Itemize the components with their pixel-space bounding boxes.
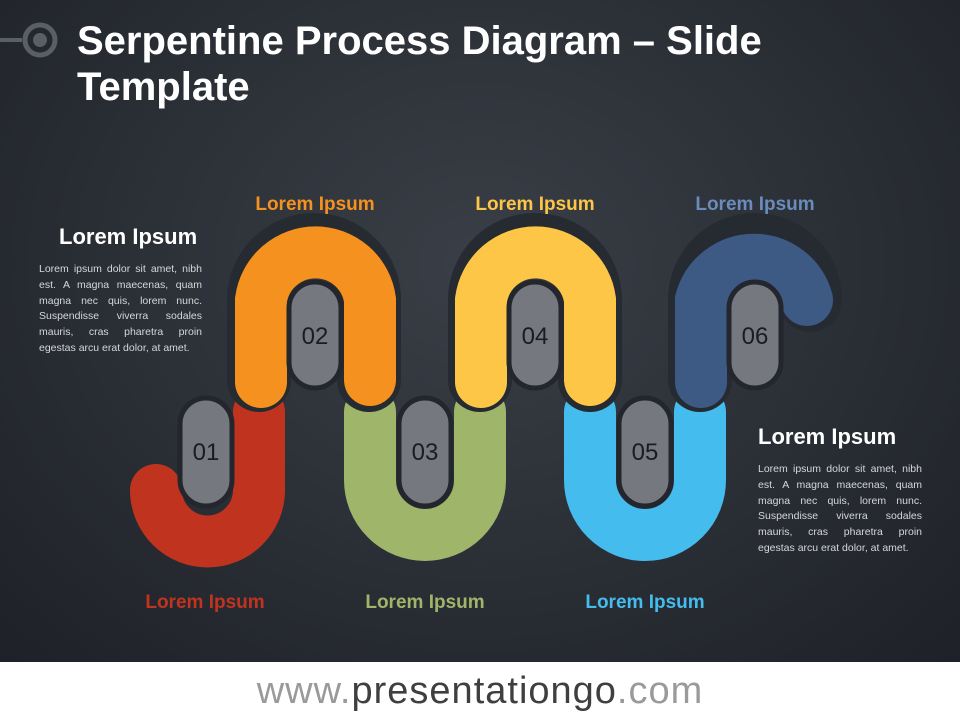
footer-website: www.presentationgo.com — [0, 662, 960, 720]
footer-brand: presentationgo — [351, 670, 617, 712]
step-label-05: Lorem Ipsum — [585, 592, 704, 613]
step-number-05: 05 — [632, 439, 659, 466]
serpentine-segment-06 — [675, 233, 833, 408]
slide-background: Serpentine Process Diagram – Slide Templ… — [0, 0, 960, 662]
step-number-03: 03 — [412, 439, 439, 466]
number-pill-06: 06 — [726, 279, 784, 391]
serpentine-diagram: 01 02 03 04 05 06 Lorem Ipsum Lorem Ipsu… — [130, 194, 842, 613]
step-label-06: Lorem Ipsum — [695, 194, 814, 215]
number-pill-05: 05 — [616, 395, 674, 509]
right-body-text: Lorem ipsum dolor sit amet, nibh est. A … — [758, 463, 922, 554]
step-number-04: 04 — [522, 323, 549, 350]
step-label-03: Lorem Ipsum — [365, 592, 484, 613]
footer-prefix: www. — [256, 670, 352, 712]
number-pill-01: 01 — [177, 395, 235, 509]
serpentine-segment-03 — [344, 386, 506, 561]
step-number-02: 02 — [302, 323, 329, 350]
number-pill-02: 02 — [286, 279, 344, 391]
step-label-01: Lorem Ipsum — [145, 592, 264, 613]
left-heading: Lorem Ipsum — [59, 224, 198, 249]
step-number-01: 01 — [193, 439, 220, 466]
right-heading: Lorem Ipsum — [758, 424, 897, 449]
title-ring-icon — [0, 22, 58, 58]
serpentine-segment-04 — [455, 226, 616, 408]
serpentine-segment-02 — [235, 226, 396, 408]
step-number-06: 06 — [742, 323, 769, 350]
step-label-02: Lorem Ipsum — [255, 194, 374, 215]
number-pill-03: 03 — [396, 395, 454, 509]
number-pill-04: 04 — [506, 279, 564, 391]
footer-suffix: .com — [616, 670, 704, 712]
serpentine-segment-01 — [130, 386, 285, 568]
page-title: Serpentine Process Diagram – Slide Templ… — [77, 19, 762, 109]
left-body-text: Lorem ipsum dolor sit amet, nibh est. A … — [39, 263, 202, 354]
step-label-04: Lorem Ipsum — [475, 194, 594, 215]
serpentine-segment-05 — [564, 386, 726, 561]
